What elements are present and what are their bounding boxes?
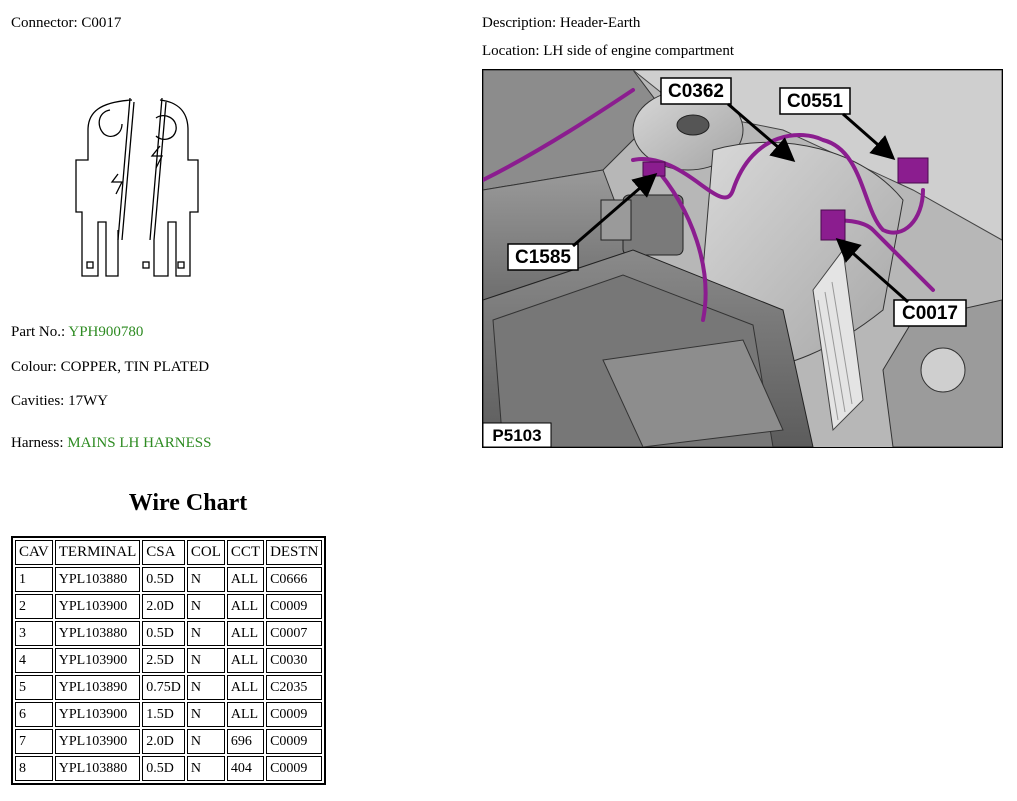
connector-field: Connector: C0017 [11,15,121,32]
table-cell: 3 [15,621,53,646]
table-cell: YPL103890 [54,675,141,700]
table-cell: C0009 [266,594,323,619]
table-cell: YPL103900 [54,729,141,754]
table-cell: ALL [226,567,265,592]
table-cell: YPL103900 [54,702,141,727]
table-cell: 2.0D [142,594,185,619]
colour-field: Colour: COPPER, TIN PLATED [11,359,209,376]
part-number-label: Part No.: [11,324,66,340]
table-cell: ALL [226,621,265,646]
callout-c0017: C0017 [835,238,967,327]
table-cell: ALL [226,702,265,727]
column-header: CAV [15,540,53,565]
description-field: Description: Header-Earth [482,15,640,32]
column-header: CCT [226,540,265,565]
table-cell: C0030 [266,648,323,673]
part-number-link[interactable]: YPH900780 [68,324,144,340]
callout-c1585: C1585 [507,173,658,271]
harness-field: Harness: MAINS LH HARNESS [11,435,211,452]
cavities-field: Cavities: 17WY [11,393,108,410]
table-cell: ALL [226,594,265,619]
connector-value: C0017 [81,15,122,31]
connector-drawing [75,97,199,277]
table-cell: 8 [15,756,53,781]
svg-text:C1585: C1585 [515,247,571,268]
svg-text:C0551: C0551 [787,91,843,112]
table-cell: 2 [15,594,53,619]
svg-text:C0362: C0362 [668,81,724,102]
table-cell: C0666 [266,567,323,592]
table-cell: 4 [15,648,53,673]
table-cell: C0009 [266,729,323,754]
table-cell: C0007 [266,621,323,646]
part-number-field: Part No.: YPH900780 [11,324,143,341]
location-label: Location: [482,43,540,59]
column-header: COL [186,540,225,565]
location-field: Location: LH side of engine compartment [482,43,734,60]
table-cell: C0009 [266,702,323,727]
table-cell: ALL [226,648,265,673]
table-cell: 0.5D [142,756,185,781]
table-cell: 2.0D [142,729,185,754]
table-cell: 0.5D [142,567,185,592]
table-cell: N [186,729,225,754]
harness-label: Harness: [11,435,64,451]
table-cell: 7 [15,729,53,754]
table-cell: 1 [15,567,53,592]
table-cell: YPL103900 [54,648,141,673]
engine-compartment-image: C0362 C0551 C1585 C0017 P5103 [482,69,1003,448]
cavities-value: 17WY [68,393,109,409]
table-cell: 0.75D [142,675,185,700]
table-cell: N [186,621,225,646]
table-cell: YPL103880 [54,621,141,646]
table-cell: 404 [226,756,265,781]
column-header: DESTN [266,540,323,565]
description-value: Header-Earth [559,15,641,31]
table-cell: 696 [226,729,265,754]
cavities-label: Cavities: [11,393,65,409]
table-cell: N [186,702,225,727]
table-cell: 1.5D [142,702,185,727]
harness-link[interactable]: MAINS LH HARNESS [67,435,212,451]
description-label: Description: [482,15,557,31]
colour-label: Colour: [11,359,57,375]
svg-text:C0017: C0017 [902,303,958,324]
column-header: CSA [142,540,185,565]
callout-c0551: C0551 [779,87,896,160]
image-reference-tag: P5103 [483,422,552,447]
table-cell: YPL103880 [54,756,141,781]
table-cell: YPL103900 [54,594,141,619]
table-cell: N [186,675,225,700]
table-cell: ALL [226,675,265,700]
column-header: TERMINAL [54,540,141,565]
table-cell: N [186,756,225,781]
table-cell: N [186,594,225,619]
table-cell: C2035 [266,675,323,700]
wire-chart-title: Wire Chart [128,490,248,516]
svg-text:P5103: P5103 [492,426,541,445]
table-cell: 0.5D [142,621,185,646]
table-cell: C0009 [266,756,323,781]
table-cell: N [186,648,225,673]
table-cell: N [186,567,225,592]
location-value: LH side of engine compartment [543,43,735,59]
connector-label: Connector: [11,15,78,31]
table-cell: 5 [15,675,53,700]
callout-c0362: C0362 [660,77,796,162]
table-cell: 6 [15,702,53,727]
colour-value: COPPER, TIN PLATED [60,359,210,375]
table-cell: YPL103880 [54,567,141,592]
table-cell: 2.5D [142,648,185,673]
